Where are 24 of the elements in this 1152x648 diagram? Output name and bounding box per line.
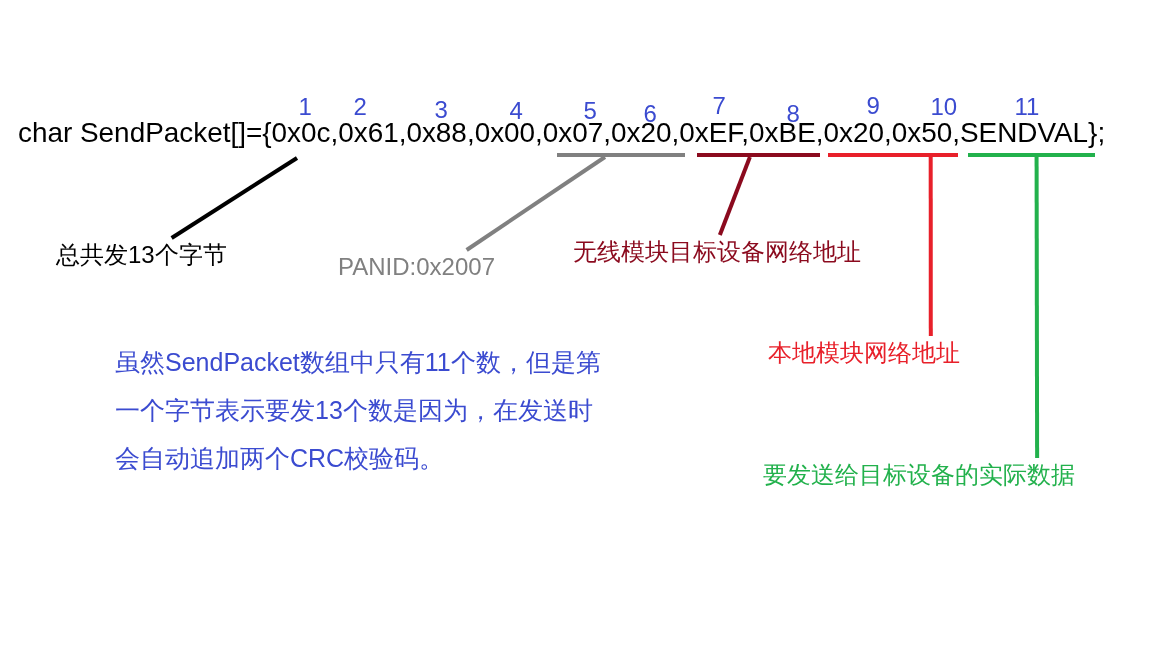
callout-number: 2 (353, 92, 367, 122)
callout-number: 10 (930, 92, 958, 122)
callout-number: 4 (509, 96, 523, 124)
annotation-text: 要发送给目标设备的实际数据 (763, 460, 1075, 490)
leader-line (928, 157, 933, 336)
leader-line (718, 156, 752, 236)
leader-line (1034, 157, 1040, 458)
note-paragraph: 虽然SendPacket数组中只有11个数，但是第一个字节表示要发13个数是因为，在发送时会自动追加两个CRC校验码。 (115, 347, 602, 474)
underline-bar (557, 153, 685, 157)
annotation-text: 本地模块网络地址 (768, 338, 960, 368)
annotation-text: 总共发13个字节 (56, 240, 227, 270)
underline-bar (697, 153, 820, 157)
underline-bar (968, 153, 1095, 157)
callout-number: 3 (434, 95, 448, 123)
leader-line (465, 155, 607, 252)
underline-bar (828, 153, 958, 157)
annotation-text: PANID:0x2007 (338, 252, 495, 282)
annotation-text: 无线模块目标设备网络地址 (573, 237, 861, 267)
callout-number: 11 (1014, 92, 1040, 122)
callout-number: 7 (712, 91, 726, 121)
callout-number: 1 (298, 92, 312, 122)
callout-number: 9 (866, 91, 880, 121)
callout-number: 5 (583, 96, 597, 124)
leader-line (170, 156, 299, 240)
